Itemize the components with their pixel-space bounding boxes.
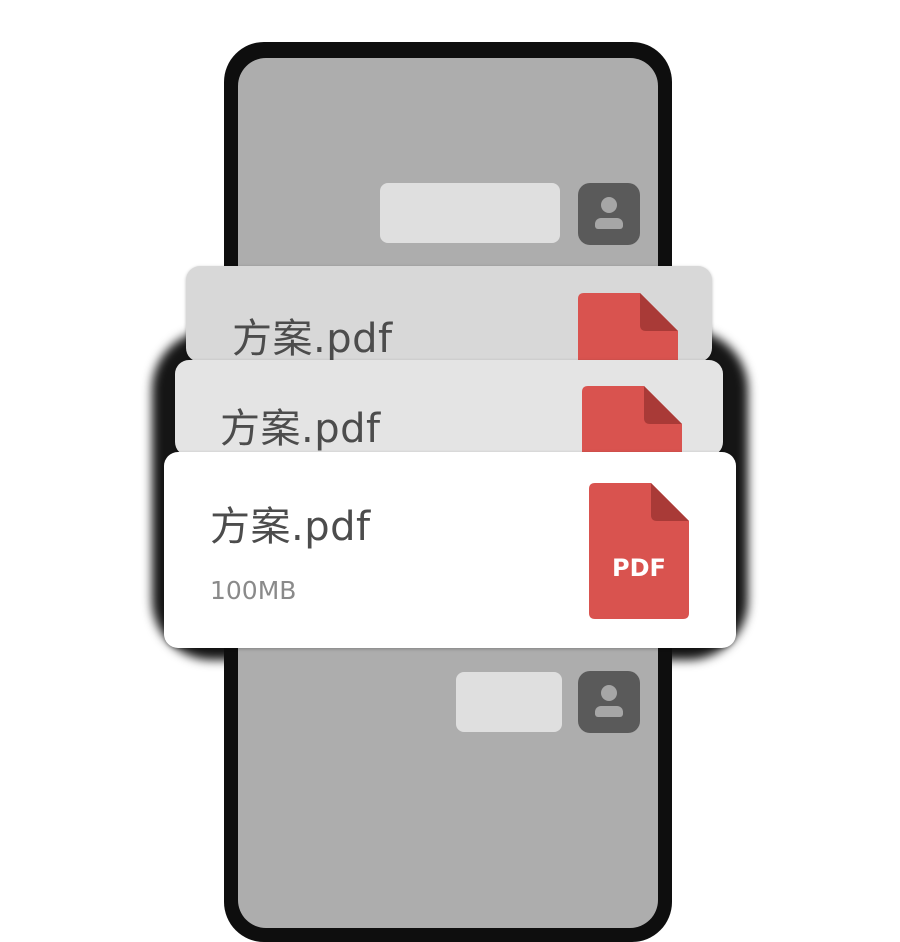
pdf-file-icon — [578, 293, 678, 362]
user-avatar-icon — [578, 183, 640, 245]
pdf-file-icon — [582, 386, 682, 456]
file-name: 方案.pdf — [232, 316, 393, 362]
file-card[interactable]: 方案.pdf 100MB PDF — [164, 452, 736, 648]
file-card-middle[interactable]: 方案.pdf — [175, 360, 723, 456]
pdf-file-icon: PDF — [589, 483, 689, 619]
file-name: 方案.pdf — [210, 504, 371, 550]
file-card-back[interactable]: 方案.pdf — [186, 266, 712, 362]
message-bubble — [380, 183, 560, 243]
user-avatar-icon — [578, 671, 640, 733]
file-size: 100MB — [210, 576, 297, 605]
pdf-type-label: PDF — [612, 554, 666, 582]
message-bubble — [456, 672, 562, 732]
file-name: 方案.pdf — [220, 406, 381, 452]
